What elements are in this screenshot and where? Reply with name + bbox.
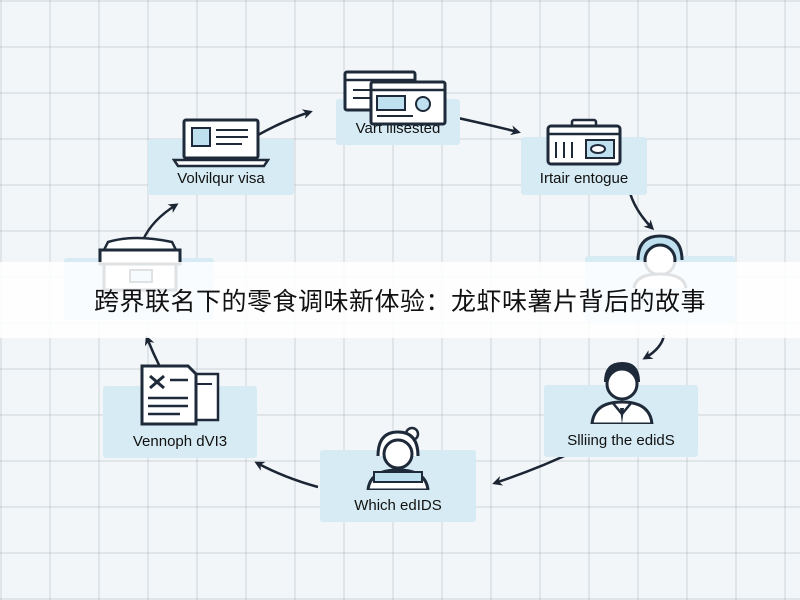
page-title: 跨界联名下的零食调味新体验：龙虾味薯片背后的故事 <box>93 287 706 316</box>
arrow-laptop-to-dashboard <box>257 109 313 137</box>
arrow-woman-to-document <box>254 461 319 489</box>
arrow-document-to-printer <box>144 335 162 368</box>
arrow-printer-to-laptop <box>141 203 179 241</box>
businessman-icon <box>588 360 656 428</box>
toolbox-screen-icon <box>546 118 624 172</box>
dashboard-window-icon <box>343 68 447 130</box>
woman-support-icon <box>364 426 432 494</box>
document-cross-icon <box>138 364 222 430</box>
title-banner: 跨界联名下的零食调味新体验：龙虾味薯片背后的故事 <box>0 262 800 338</box>
laptop-icon <box>171 118 271 172</box>
arrow-dashboard-to-toolbox <box>457 116 521 136</box>
arrow-avatar-to-businessman <box>642 334 666 360</box>
arrow-toolbox-to-avatar <box>628 192 655 231</box>
